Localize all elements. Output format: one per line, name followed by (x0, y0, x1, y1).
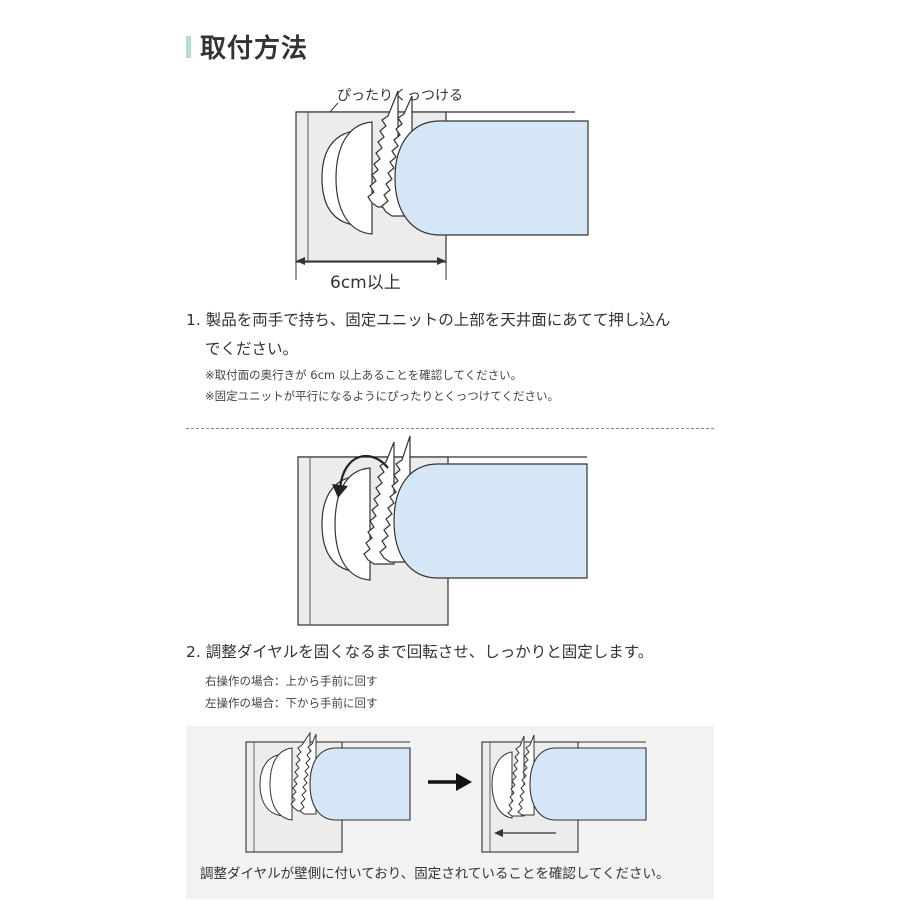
page-title: 取付方法 (200, 34, 309, 64)
rotation-arrow (338, 454, 389, 489)
step-1-line-2: でください。 (205, 340, 299, 358)
curtain-rod (394, 120, 589, 236)
curtain-rod (393, 463, 588, 579)
step-1-line-1: 1. 製品を両手で持ち、固定ユニットの上部を天井面にあてて押し込ん (186, 311, 671, 329)
step-1-note-parallel: ※固定ユニットが平行になるようにぴったりとくっつけてください。 (205, 389, 559, 403)
left-operation-note: 左操作の場合：下から手前に回す (205, 696, 378, 710)
step-1-text: 1. 製品を両手で持ち、固定ユニットの上部を天井面にあてて押し込ん でください。 (186, 306, 746, 364)
right-operation-note: 右操作の場合：上から手前に回す (205, 674, 378, 688)
step-2-text: 2. 調整ダイヤルを固くなるまで回転させ、しっかりと固定します。 (186, 643, 654, 661)
fixing-unit (321, 90, 413, 235)
step-1-note-depth: ※取付面の奥行きが 6cm 以上あることを確認してください。 (205, 368, 523, 382)
section-divider (186, 428, 714, 429)
depth-dimension-label: 6cm以上 (330, 273, 401, 293)
confirm-text: 調整ダイヤルが壁側に付いており、固定されていることを確認してください。 (200, 866, 670, 882)
title-accent-bar (186, 36, 191, 58)
attach-flush-label: ぴったりくっつける (337, 88, 463, 104)
